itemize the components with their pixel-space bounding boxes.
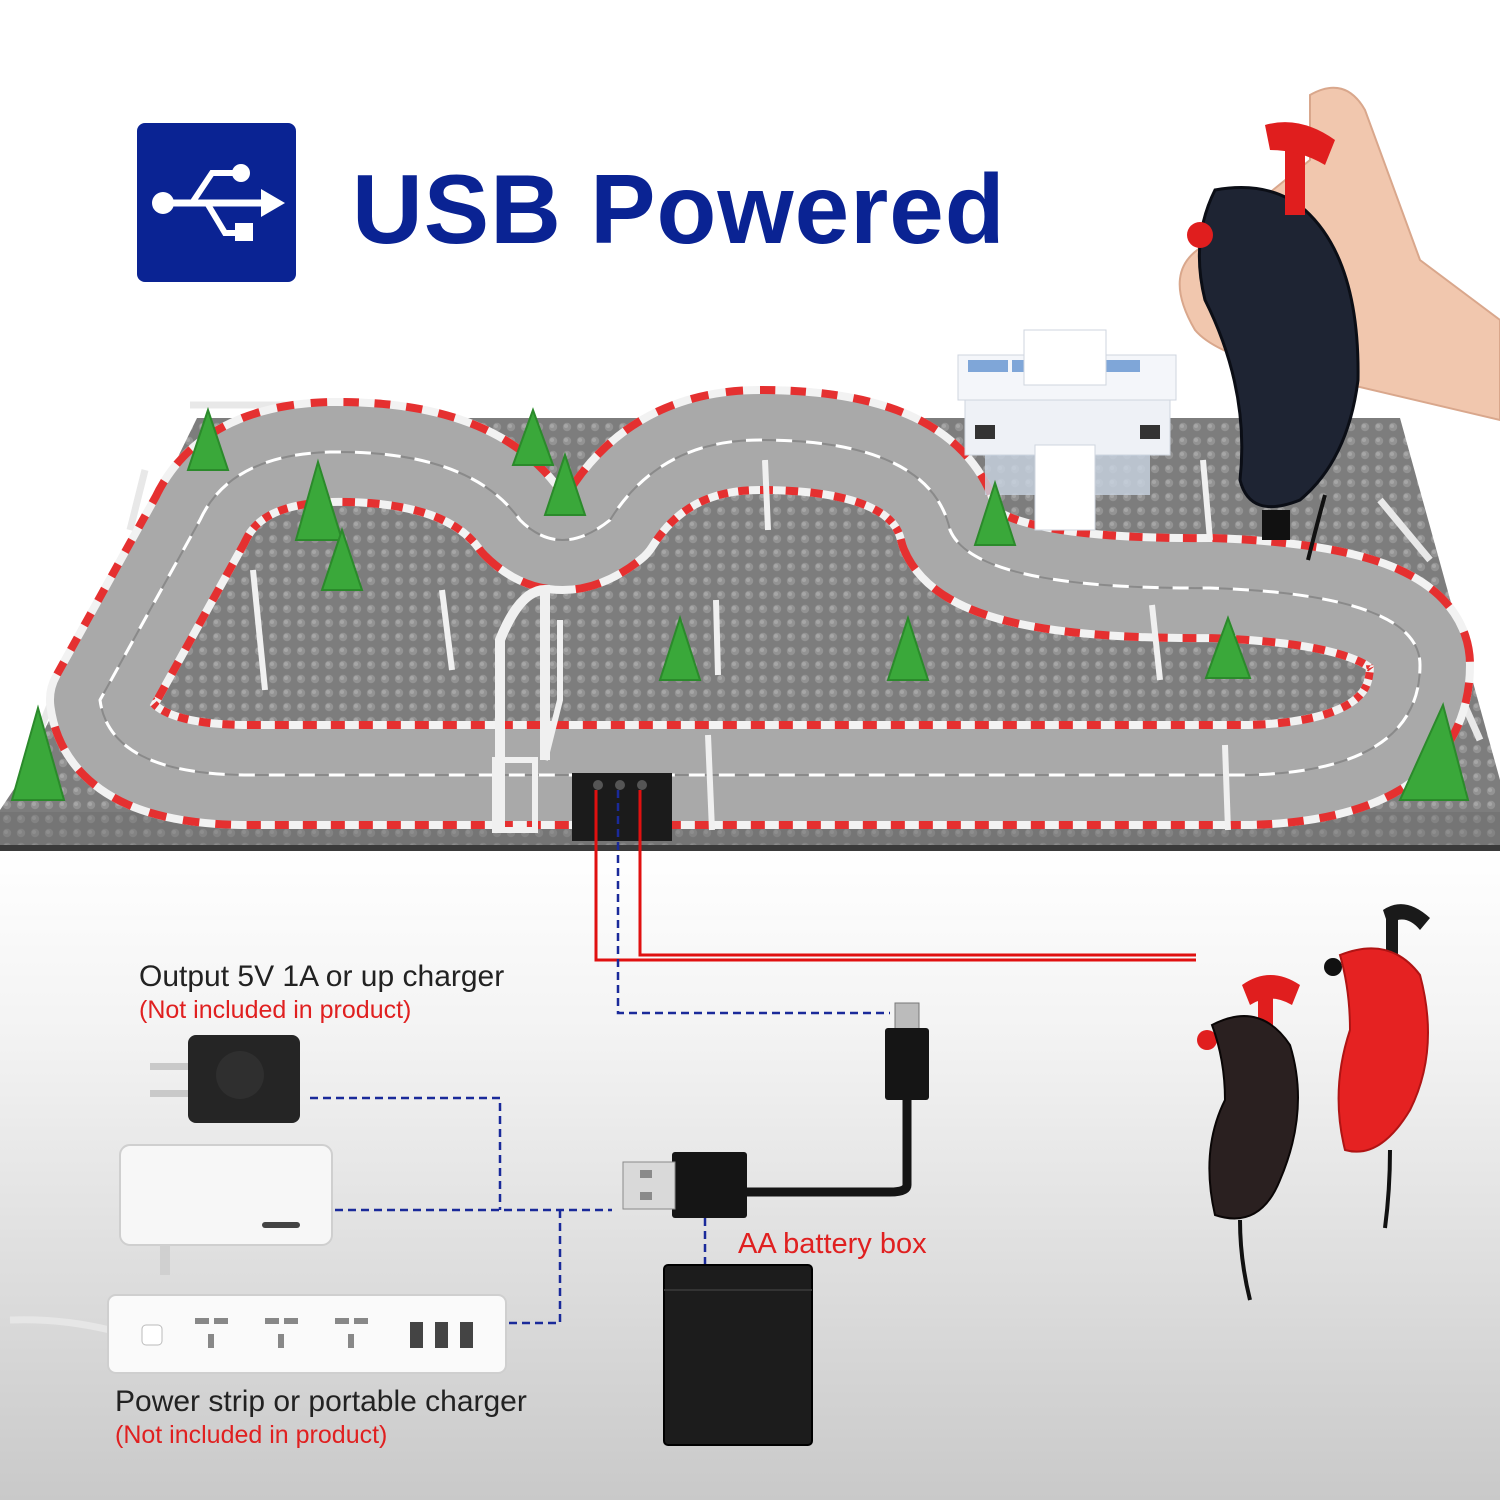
charger-label: Output 5V 1A or up charger (139, 960, 505, 993)
power-source-connections (310, 1096, 612, 1325)
power-strip (9, 1294, 507, 1374)
wall-charger (150, 1035, 300, 1123)
finish-arch (492, 584, 563, 833)
power-adapter (119, 1144, 333, 1275)
usb-icon (152, 164, 285, 241)
flag-poles (250, 459, 1231, 831)
power-strip-note: (Not included in product) (115, 1421, 388, 1449)
usb-cable (622, 1002, 929, 1270)
red-controller (1324, 904, 1430, 1229)
grandstand (957, 329, 1177, 531)
usb-wire-to-track (616, 790, 890, 1015)
hand-with-controller (1178, 86, 1500, 561)
black-controller (1197, 975, 1300, 1301)
trees (10, 406, 1470, 801)
power-strip-label: Power strip or portable charger (115, 1385, 527, 1418)
charger-note: (Not included in product) (139, 996, 412, 1024)
controller-wires (594, 790, 1196, 962)
usb-badge (137, 123, 296, 282)
page-title: USB Powered (352, 154, 1006, 264)
track-connector-box (572, 773, 672, 841)
battery-box (663, 1264, 813, 1446)
battery-box-label: AA battery box (738, 1228, 927, 1260)
race-track (46, 386, 1474, 829)
